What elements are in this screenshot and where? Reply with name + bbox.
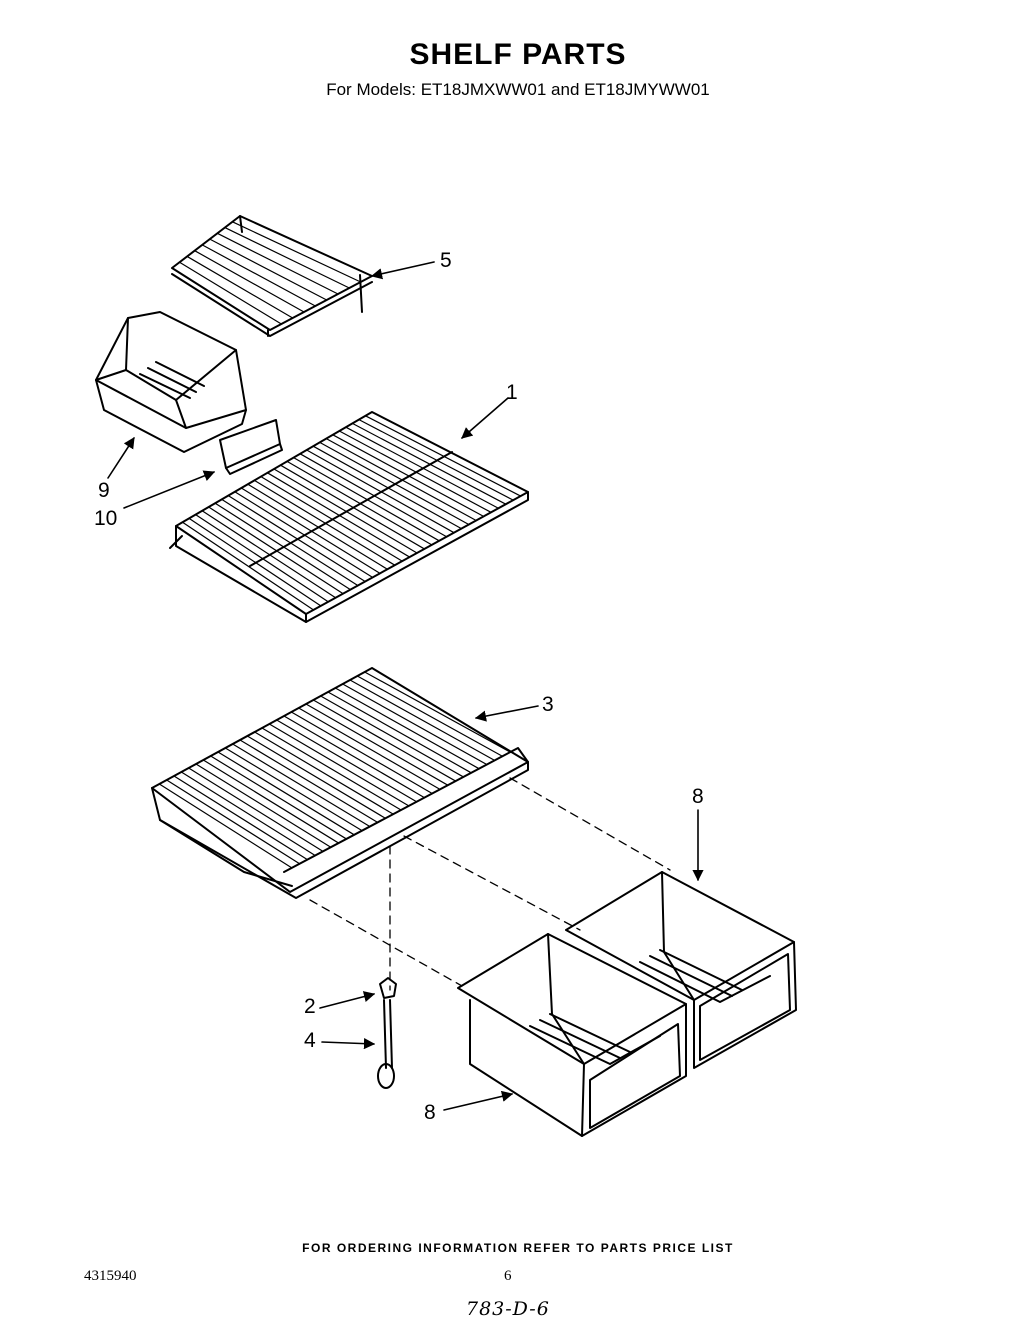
rod-part-4 (377, 999, 395, 1089)
handwritten-code: 783-D-6 (466, 1298, 550, 1320)
shelf-wire (253, 479, 396, 566)
shelf-wire (305, 703, 449, 786)
shelf-wire (247, 483, 388, 570)
callout-8-front: 8 (424, 1101, 436, 1124)
shelf-wire (224, 747, 363, 832)
shelf-wire (351, 422, 507, 505)
shelf-wire (342, 683, 488, 766)
shelf-wire (286, 460, 433, 546)
bin-support-part-10 (219, 419, 283, 475)
callout-3: 3 (542, 693, 554, 716)
shelf-wire (158, 783, 293, 869)
shelf-wire (254, 731, 394, 815)
shelf-wire (312, 699, 457, 782)
shelf-wire (173, 775, 308, 861)
callout-10: 10 (94, 507, 118, 530)
shelf-wire (260, 476, 403, 562)
shelf-wire (227, 495, 366, 583)
shelf-wire (276, 719, 418, 803)
model-subtitle: For Models: ET18JMXWW01 and ET18JMYWW01 (326, 80, 710, 99)
shelf-wire (327, 691, 472, 774)
shelf-wire (246, 735, 386, 819)
shelf-wire (224, 226, 350, 289)
callout-2: 2 (304, 995, 316, 1018)
crisper-drawer-front-part-8 (457, 933, 687, 1137)
shelf-wire (293, 457, 440, 542)
shelf-wire (234, 491, 374, 579)
shelf-wire (202, 759, 340, 844)
callout-5: 5 (440, 249, 452, 272)
shelf-wire (201, 510, 337, 599)
shelf-wire (214, 502, 351, 591)
shelf-wire (180, 771, 316, 857)
shelf-wire (349, 679, 496, 762)
shelf-wire (299, 453, 448, 538)
shelf-wire (273, 468, 418, 554)
shelf-wire (266, 472, 411, 558)
page-title: SHELF PARTS (409, 38, 627, 71)
shelf-wire (306, 449, 455, 534)
small-wire-shelf-part-5 (171, 215, 373, 337)
ordering-info-note: FOR ORDERING INFORMATION REFER TO PARTS … (302, 1241, 734, 1255)
callout-4: 4 (304, 1029, 316, 1052)
shelf-wire (166, 779, 301, 865)
shelf-wire (290, 711, 433, 795)
shelf-wire (181, 521, 314, 611)
callout-9: 9 (98, 479, 110, 502)
shelf-wire (261, 727, 402, 811)
shelf-wire (216, 232, 339, 295)
shelf-wire (332, 434, 485, 518)
shelf-wire (232, 743, 371, 828)
crisper-drawer-back-part-8 (565, 871, 797, 1069)
shelf-wire (279, 464, 425, 550)
shelf-wire (195, 513, 329, 603)
shelf-wire (325, 438, 477, 522)
shelf-wire (268, 723, 410, 807)
shelf-wire (195, 763, 332, 848)
shelf-wire (186, 255, 294, 319)
shelf-wire (320, 695, 464, 778)
shelf-wire (188, 767, 324, 852)
shelf-wire (194, 250, 305, 313)
callout-1: 1 (506, 381, 518, 404)
shelf-wire (283, 715, 425, 799)
shelf-wire (231, 221, 362, 283)
shelf-wire (345, 426, 499, 509)
shelf-wire (178, 261, 282, 325)
callout-8-back: 8 (692, 785, 704, 808)
shelf-wire (210, 755, 347, 840)
small-bin-part-9 (95, 311, 247, 453)
shelf-wire (201, 244, 316, 307)
shelf-wire (364, 415, 522, 497)
shelf-wire (208, 506, 344, 595)
frame-shelf-part-3 (151, 667, 529, 899)
shelf-wire (239, 739, 379, 824)
shelf-wire (312, 445, 462, 530)
shelf-wire (209, 238, 328, 301)
shelf-wire (217, 751, 355, 836)
leader-arrows (107, 261, 704, 1111)
shelf-wire (240, 487, 381, 574)
shelf-wire (338, 430, 492, 513)
shelf-wire (221, 498, 359, 587)
shelf-wire (358, 419, 514, 501)
large-wire-shelf-part-1 (169, 411, 529, 623)
shelf-wire (298, 707, 441, 790)
shelf-wire (356, 675, 503, 757)
dashed-guide-lines (309, 777, 671, 991)
shelf-wire (334, 687, 480, 770)
page-number: 6 (504, 1268, 512, 1284)
shelf-wire (319, 441, 470, 526)
clip-part-2 (379, 977, 397, 999)
shelf-wire (364, 671, 511, 753)
shelf-wire (188, 517, 322, 607)
document-part-number: 4315940 (84, 1268, 137, 1284)
